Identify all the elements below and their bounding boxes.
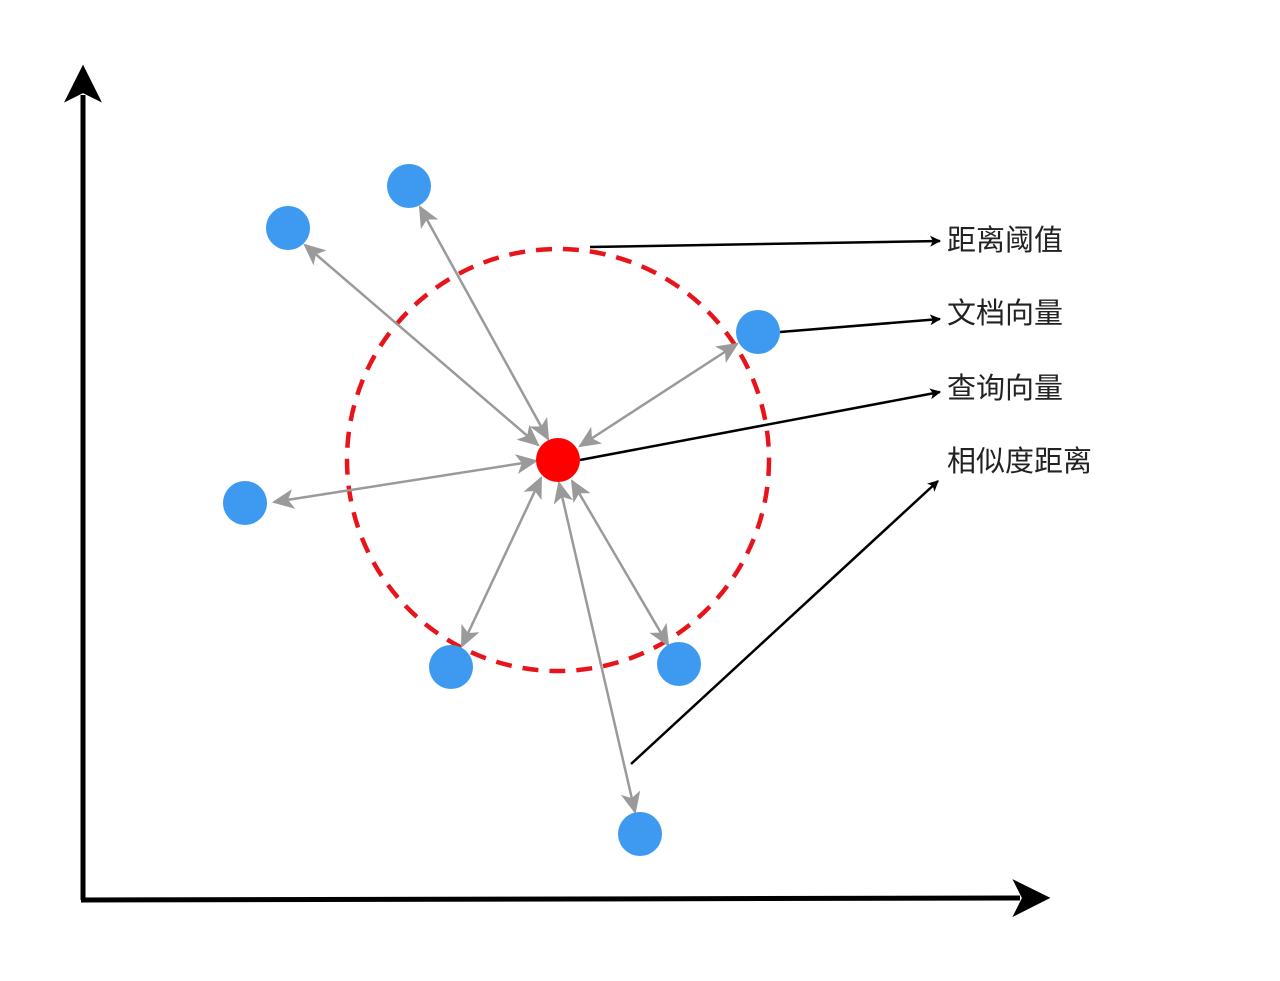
label-document-vector: 文档向量: [947, 296, 1063, 330]
callout-arrows: [579, 235, 942, 765]
distance-arrow-3: [578, 342, 739, 448]
document-points: [223, 164, 780, 856]
document-point: [736, 310, 780, 354]
callout-arrow-document: [779, 314, 942, 334]
distance-arrow-5: [460, 476, 543, 648]
document-point: [266, 206, 310, 250]
document-point: [387, 164, 431, 208]
distance-arrow-4: [271, 454, 539, 509]
distance-arrow-6: [570, 479, 670, 647]
x-axis: [80, 879, 1051, 918]
document-point: [657, 642, 701, 686]
document-point: [223, 481, 267, 525]
document-point: [618, 812, 662, 856]
label-similarity-distance: 相似度距离: [947, 444, 1092, 478]
callout-arrow-threshold: [589, 235, 942, 249]
callout-arrow-similarity: [630, 480, 939, 765]
distance-arrow-2: [418, 205, 550, 441]
distance-arrow-7: [553, 480, 641, 815]
label-distance-threshold: 距离阈值: [947, 223, 1063, 257]
distance-arrow-1: [303, 243, 540, 447]
axes: [64, 64, 1051, 918]
similarity-distance-arrows: [271, 205, 739, 815]
label-query-vector: 查询向量: [947, 371, 1063, 405]
legend-labels: 距离阈值 文档向量 查询向量 相似度距离: [947, 223, 1092, 478]
callout-arrow-query: [579, 388, 942, 462]
document-point: [429, 645, 473, 689]
query-point: [536, 438, 580, 482]
